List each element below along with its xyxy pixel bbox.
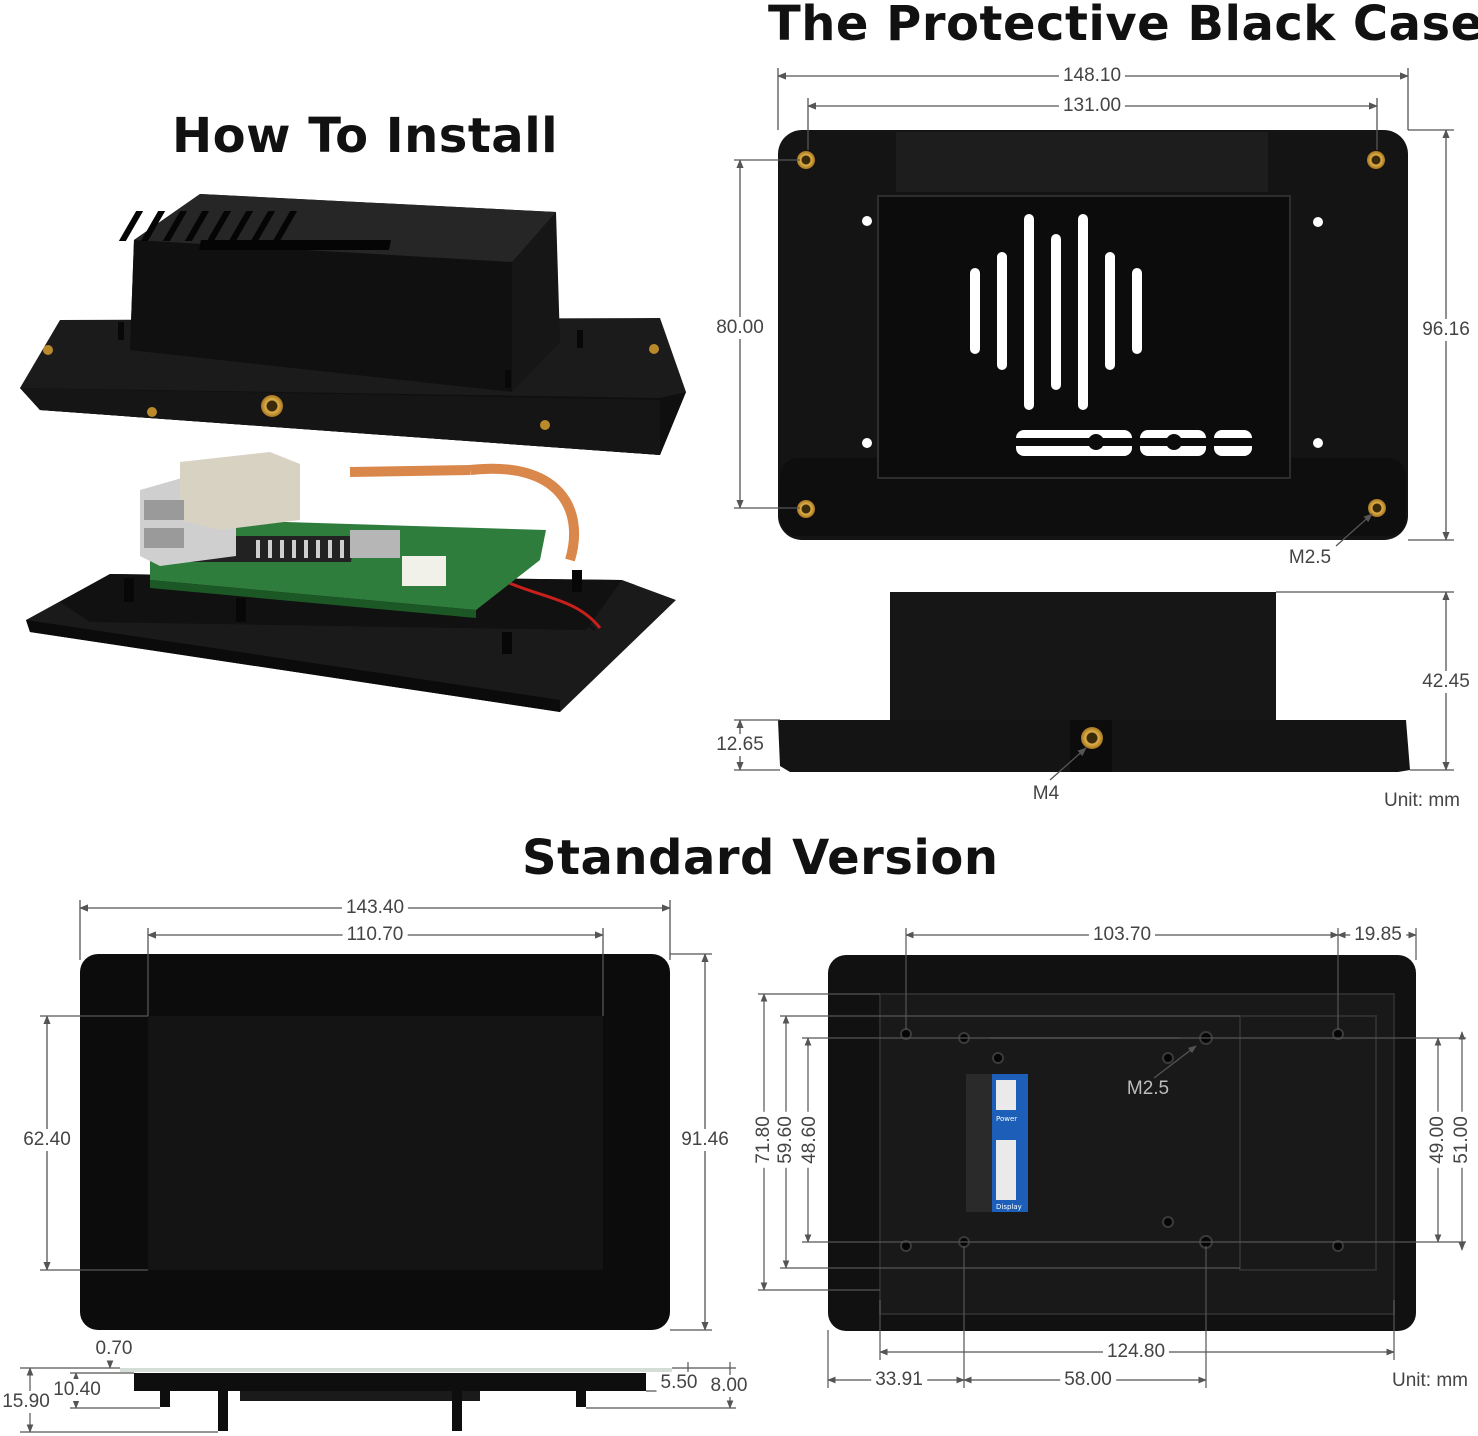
label-case-screw-m25: M2.5 xyxy=(1284,547,1336,569)
back-view xyxy=(828,955,1416,1331)
dim-case-height-total: 42.45 xyxy=(1418,671,1474,693)
dim-back-h5: 51.00 xyxy=(1451,1112,1473,1168)
dim-front-width-display: 110.70 xyxy=(342,924,408,946)
case-top-view xyxy=(778,130,1408,540)
case-side-view xyxy=(778,592,1410,772)
dim-side-glass: 0.70 xyxy=(91,1338,137,1360)
dim-back-offset-left: 33.91 xyxy=(871,1369,927,1391)
dim-back-width-holes: 103.70 xyxy=(1088,924,1156,946)
label-back-screw-m25: M2.5 xyxy=(1126,1078,1170,1099)
dim-front-width-outer: 143.40 xyxy=(341,897,409,919)
dim-side-d3: 5.50 xyxy=(656,1372,702,1394)
label-case-screw-m4: M4 xyxy=(1028,783,1064,805)
dim-front-height-display: 62.40 xyxy=(19,1129,75,1151)
unit-label-back: Unit: mm xyxy=(1392,1370,1468,1391)
board-label-display: Display xyxy=(996,1203,1022,1211)
side-profile-view xyxy=(120,1368,672,1431)
front-view xyxy=(80,954,670,1330)
dim-back-spacing: 58.00 xyxy=(1060,1369,1116,1391)
dim-case-width-outer: 148.10 xyxy=(1058,65,1126,87)
title-standard-version: Standard Version xyxy=(522,830,999,886)
dim-case-height-holes: 80.00 xyxy=(712,317,768,339)
dim-side-d4: 8.00 xyxy=(706,1375,752,1397)
title-how-to-install: How To Install xyxy=(172,108,559,164)
dim-case-width-holes: 131.00 xyxy=(1058,95,1126,117)
title-protective-case: The Protective Black Case xyxy=(768,0,1478,52)
dim-back-h3: 48.60 xyxy=(799,1112,821,1168)
dim-back-h4: 49.00 xyxy=(1427,1112,1449,1168)
dim-side-d2: 15.90 xyxy=(0,1391,54,1413)
install-board-illustration xyxy=(26,452,676,712)
dim-case-height-base: 12.65 xyxy=(712,734,768,756)
dim-back-offset-right: 19.85 xyxy=(1350,924,1406,946)
dim-back-bottom-width: 124.80 xyxy=(1102,1341,1170,1363)
install-case-illustration xyxy=(20,194,686,455)
unit-label-case: Unit: mm xyxy=(1384,790,1460,811)
dim-back-h1: 71.80 xyxy=(753,1112,775,1168)
dim-front-height-outer: 91.46 xyxy=(677,1129,733,1151)
board-label-power: Power xyxy=(996,1115,1018,1123)
dim-back-h2: 59.60 xyxy=(775,1112,797,1168)
side-profile-dim-lines xyxy=(20,1360,736,1433)
dim-side-d1: 10.40 xyxy=(49,1379,105,1401)
dim-case-height-outer: 96.16 xyxy=(1418,319,1474,341)
